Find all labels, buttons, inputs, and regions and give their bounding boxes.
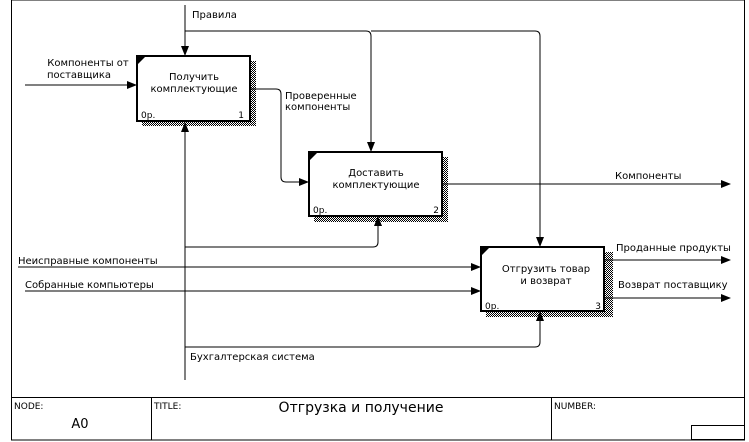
box-1-frame bbox=[136, 55, 251, 122]
label-supplier-return: Возврат поставщику bbox=[618, 280, 728, 291]
box-3-cost: 0р. bbox=[485, 302, 499, 312]
box-1-title-line-2: комплектующие bbox=[150, 84, 237, 95]
title-block: NODE: A0 TITLE: Отгрузка и получение NUM… bbox=[11, 397, 745, 440]
box-2-number: 2 bbox=[433, 206, 439, 216]
activity-box-2[interactable]: Доставить комплектующие 0р. 2 bbox=[308, 151, 448, 222]
box-2-cost: 0р. bbox=[313, 206, 327, 216]
activity-box-3[interactable]: Отгрузить товар и возврат 0р. 3 bbox=[480, 246, 613, 317]
label-checked-components-line-1: Проверенные bbox=[285, 91, 357, 102]
box-3-frame bbox=[480, 246, 605, 312]
label-components-from-supplier-line-1: Компоненты от bbox=[47, 58, 129, 69]
label-faulty-components: Неисправные компоненты bbox=[18, 256, 158, 267]
box-2-frame bbox=[308, 151, 443, 217]
arrow-rules-to-box-3[interactable] bbox=[371, 30, 544, 247]
title-label: TITLE: bbox=[153, 402, 181, 412]
diagram-title: Отгрузка и получение bbox=[279, 400, 444, 416]
node-label: NODE: bbox=[14, 402, 43, 412]
box-3-title-line-1: Отгрузить товар bbox=[502, 264, 590, 275]
arrow-accounting-to-box-3[interactable] bbox=[185, 311, 544, 348]
title-block-corner-cell bbox=[691, 425, 745, 440]
label-checked-components-line-2: компоненты bbox=[285, 102, 350, 113]
box-1-corner-mark bbox=[138, 57, 145, 64]
activity-box-1[interactable]: Получить комплектующие 0р. 1 bbox=[136, 55, 256, 126]
label-accounting-system: Бухгалтерская система bbox=[190, 352, 315, 363]
label-sold-products: Проданные продукты bbox=[616, 243, 731, 254]
box-2-corner-mark bbox=[310, 153, 317, 160]
box-1-cost: 0р. bbox=[141, 111, 155, 121]
box-1-number: 1 bbox=[238, 111, 244, 121]
node-value: A0 bbox=[71, 417, 88, 432]
box-2-title-line-2: комплектующие bbox=[332, 180, 419, 191]
number-label: NUMBER: bbox=[554, 402, 596, 412]
frame-border bbox=[11, 0, 745, 441]
box-1-title-line-1: Получить bbox=[169, 72, 219, 83]
box-3-corner-mark bbox=[482, 248, 489, 255]
box-3-number: 3 bbox=[595, 302, 601, 312]
arrow-rules-to-box-2[interactable] bbox=[185, 30, 375, 152]
label-rules: Правила bbox=[192, 10, 237, 21]
label-assembled-computers: Собранные компьютеры bbox=[25, 280, 154, 291]
box-3-title-line-2: и возврат bbox=[520, 276, 571, 287]
label-components: Компоненты bbox=[615, 171, 681, 182]
arrow-checked-components[interactable] bbox=[250, 88, 309, 186]
box-2-title-line-1: Доставить bbox=[348, 168, 404, 179]
label-components-from-supplier-line-2: поставщика bbox=[47, 70, 111, 81]
arrow-accounting-to-box-2[interactable] bbox=[185, 216, 382, 248]
